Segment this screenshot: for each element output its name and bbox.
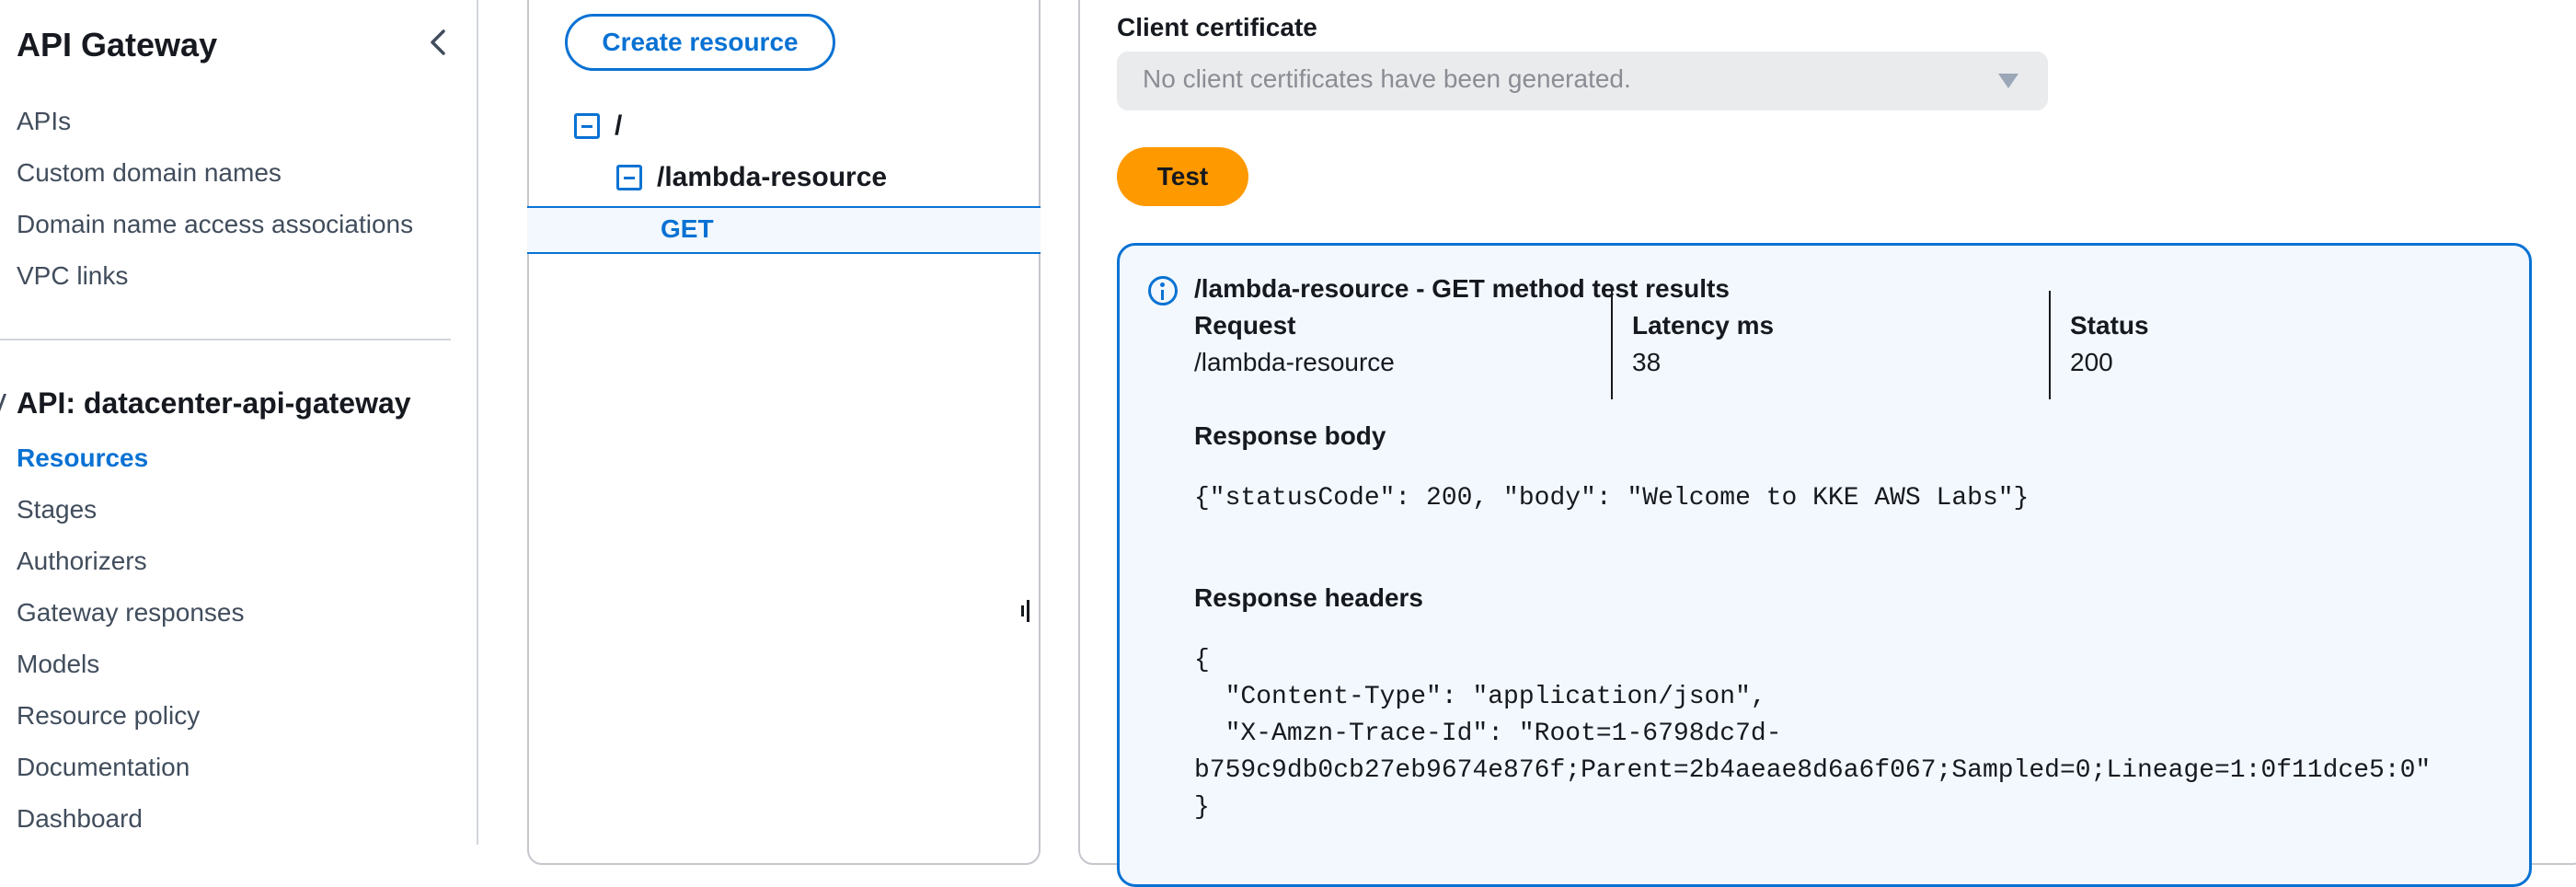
service-nav-list: APIs Custom domain names Domain name acc… [17, 103, 413, 309]
resources-tree-panel [527, 0, 1041, 865]
tree-node-root[interactable]: / [574, 110, 622, 142]
api-section-title[interactable]: API: datacenter-api-gateway [17, 386, 411, 420]
nav-item-documentation[interactable]: Documentation [17, 753, 190, 781]
tree-node-lambda-resource[interactable]: /lambda-resource [616, 162, 887, 193]
collapse-node-icon[interactable] [574, 113, 600, 139]
nav-divider [0, 339, 451, 340]
response-body-label: Response body [1194, 421, 1386, 450]
nav-item-models[interactable]: Models [17, 650, 100, 678]
client-certificate-select[interactable]: No client certificates have been generat… [1117, 52, 2048, 110]
nav-item-resource-policy[interactable]: Resource policy [17, 701, 201, 730]
test-results-title: /lambda-resource - GET method test resul… [1194, 274, 1730, 303]
column-divider [1611, 291, 1613, 399]
tree-node-get-method[interactable]: GET [527, 206, 1041, 254]
client-certificate-label: Client certificate [1117, 13, 1317, 41]
response-headers-line: "Content-Type": "application/json", [1194, 683, 1766, 711]
nav-item-dashboard[interactable]: Dashboard [17, 804, 143, 833]
latency-value: 38 [1632, 348, 1662, 376]
test-button[interactable]: Test [1117, 147, 1248, 206]
status-field: Status 200 [2070, 307, 2149, 381]
caret-down-icon [1998, 74, 2018, 88]
sidebar-title[interactable]: API Gateway [17, 26, 218, 63]
tree-node-get-method-label: GET [661, 214, 714, 243]
nav-item-domain-name-access-associations[interactable]: Domain name access associations [17, 210, 414, 238]
client-certificate-placeholder: No client certificates have been generat… [1143, 64, 1631, 93]
create-resource-button[interactable]: Create resource [565, 14, 835, 71]
response-headers-line: "X-Amzn-Trace-Id": "Root=1-6798dc7d- [1194, 720, 1782, 748]
caret-down-icon[interactable] [0, 394, 12, 414]
info-icon [1148, 276, 1178, 305]
nav-item-apis[interactable]: APIs [17, 107, 72, 135]
request-label: Request [1194, 311, 1296, 340]
response-headers-label: Response headers [1194, 583, 1423, 612]
chevron-left-icon [431, 29, 445, 55]
nav-item-authorizers[interactable]: Authorizers [17, 547, 147, 575]
latency-label: Latency ms [1632, 311, 1775, 340]
latency-field: Latency ms 38 [1632, 307, 1774, 381]
response-headers-line: } [1194, 793, 1210, 822]
response-headers-line: b759c9db0cb27eb9674e876f;Parent=2b4aeae8… [1194, 756, 2432, 785]
nav-item-gateway-responses[interactable]: Gateway responses [17, 598, 245, 627]
request-value: /lambda-resource [1194, 348, 1395, 376]
nav-item-vpc-links[interactable]: VPC links [17, 261, 129, 290]
response-body-value: {"statusCode": 200, "body": "Welcome to … [1194, 484, 2030, 513]
status-value: 200 [2070, 348, 2113, 376]
test-results-container [1117, 243, 2532, 887]
tree-node-root-label: / [615, 110, 623, 141]
collapse-node-icon[interactable] [616, 165, 642, 190]
panel-resize-handle[interactable] [1021, 598, 1032, 624]
api-nav-list: Resources Stages Authorizers Gateway res… [17, 437, 244, 849]
collapse-sidebar-button[interactable] [418, 22, 458, 63]
request-field: Request /lambda-resource [1194, 307, 1395, 381]
response-headers-line: { [1194, 646, 1210, 674]
sidebar-header: API Gateway [17, 22, 458, 68]
nav-item-stages[interactable]: Stages [17, 495, 98, 524]
status-label: Status [2070, 311, 2149, 340]
side-navigation: API Gateway APIs Custom domain names Dom… [0, 0, 478, 845]
tree-node-lambda-resource-label: /lambda-resource [657, 162, 888, 192]
nav-item-custom-domain-names[interactable]: Custom domain names [17, 158, 282, 187]
column-divider [2049, 291, 2051, 399]
nav-item-resources[interactable]: Resources [17, 444, 149, 472]
